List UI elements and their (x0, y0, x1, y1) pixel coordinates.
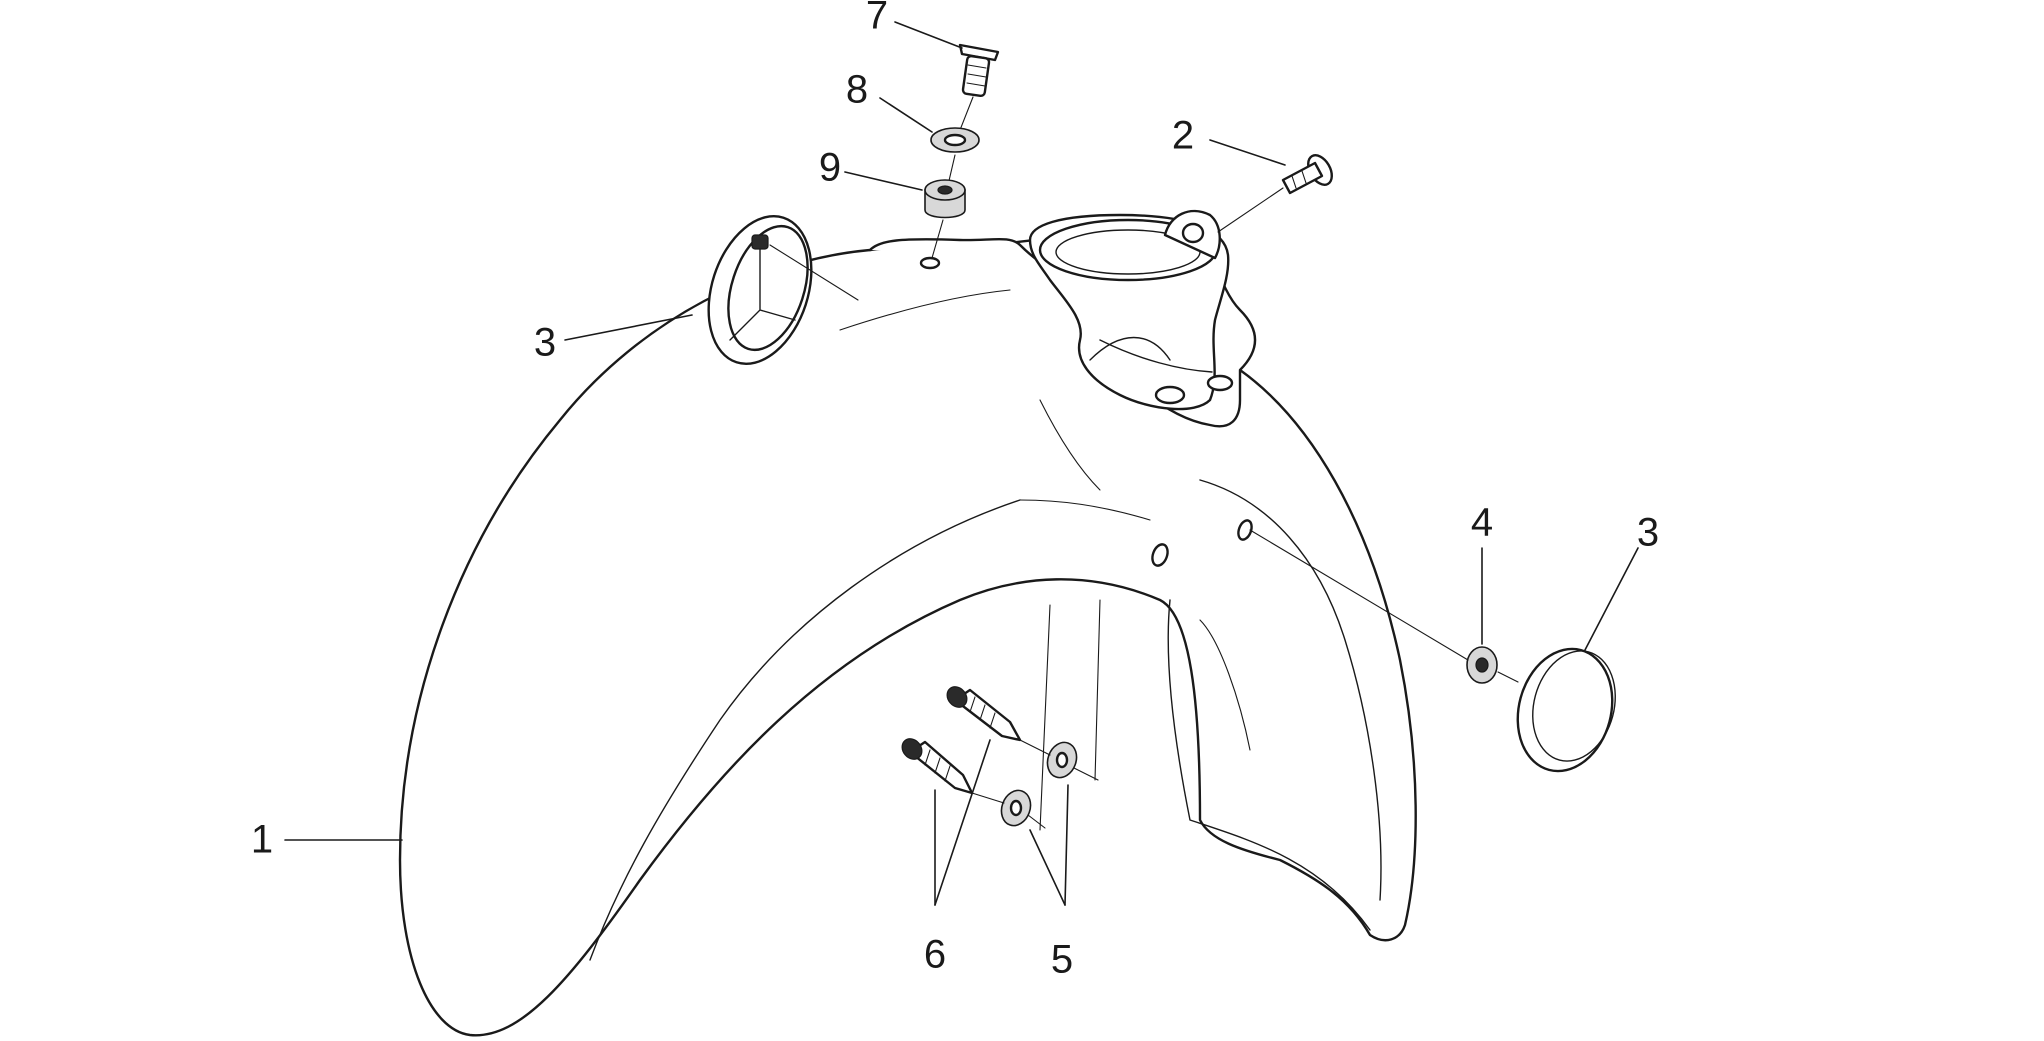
callout-5: 5 (1051, 938, 1073, 982)
callout-9: 9 (819, 146, 841, 190)
callouts: 1 2 3 3 4 5 6 7 8 9 (251, 0, 1659, 982)
callout-3-right: 3 (1637, 511, 1659, 555)
callout-1: 1 (251, 818, 273, 862)
callout-7: 7 (866, 0, 888, 38)
spacer-bush (924, 179, 966, 259)
callout-4: 4 (1471, 501, 1493, 545)
callout-8: 8 (846, 68, 868, 112)
side-screw (1217, 154, 1333, 233)
callout-2: 2 (1172, 114, 1194, 158)
front-fender (398, 209, 1417, 1037)
callout-3-left: 3 (534, 321, 556, 365)
tapping-screws (901, 686, 1022, 795)
nut (1249, 529, 1519, 684)
leader-lines (284, 21, 1639, 906)
reflector-left (707, 215, 859, 365)
top-screw (958, 43, 1000, 131)
callout-6: 6 (924, 933, 946, 977)
washer-top (930, 127, 980, 186)
round-cap-right (1516, 647, 1616, 773)
washers-bottom (971, 739, 1099, 829)
